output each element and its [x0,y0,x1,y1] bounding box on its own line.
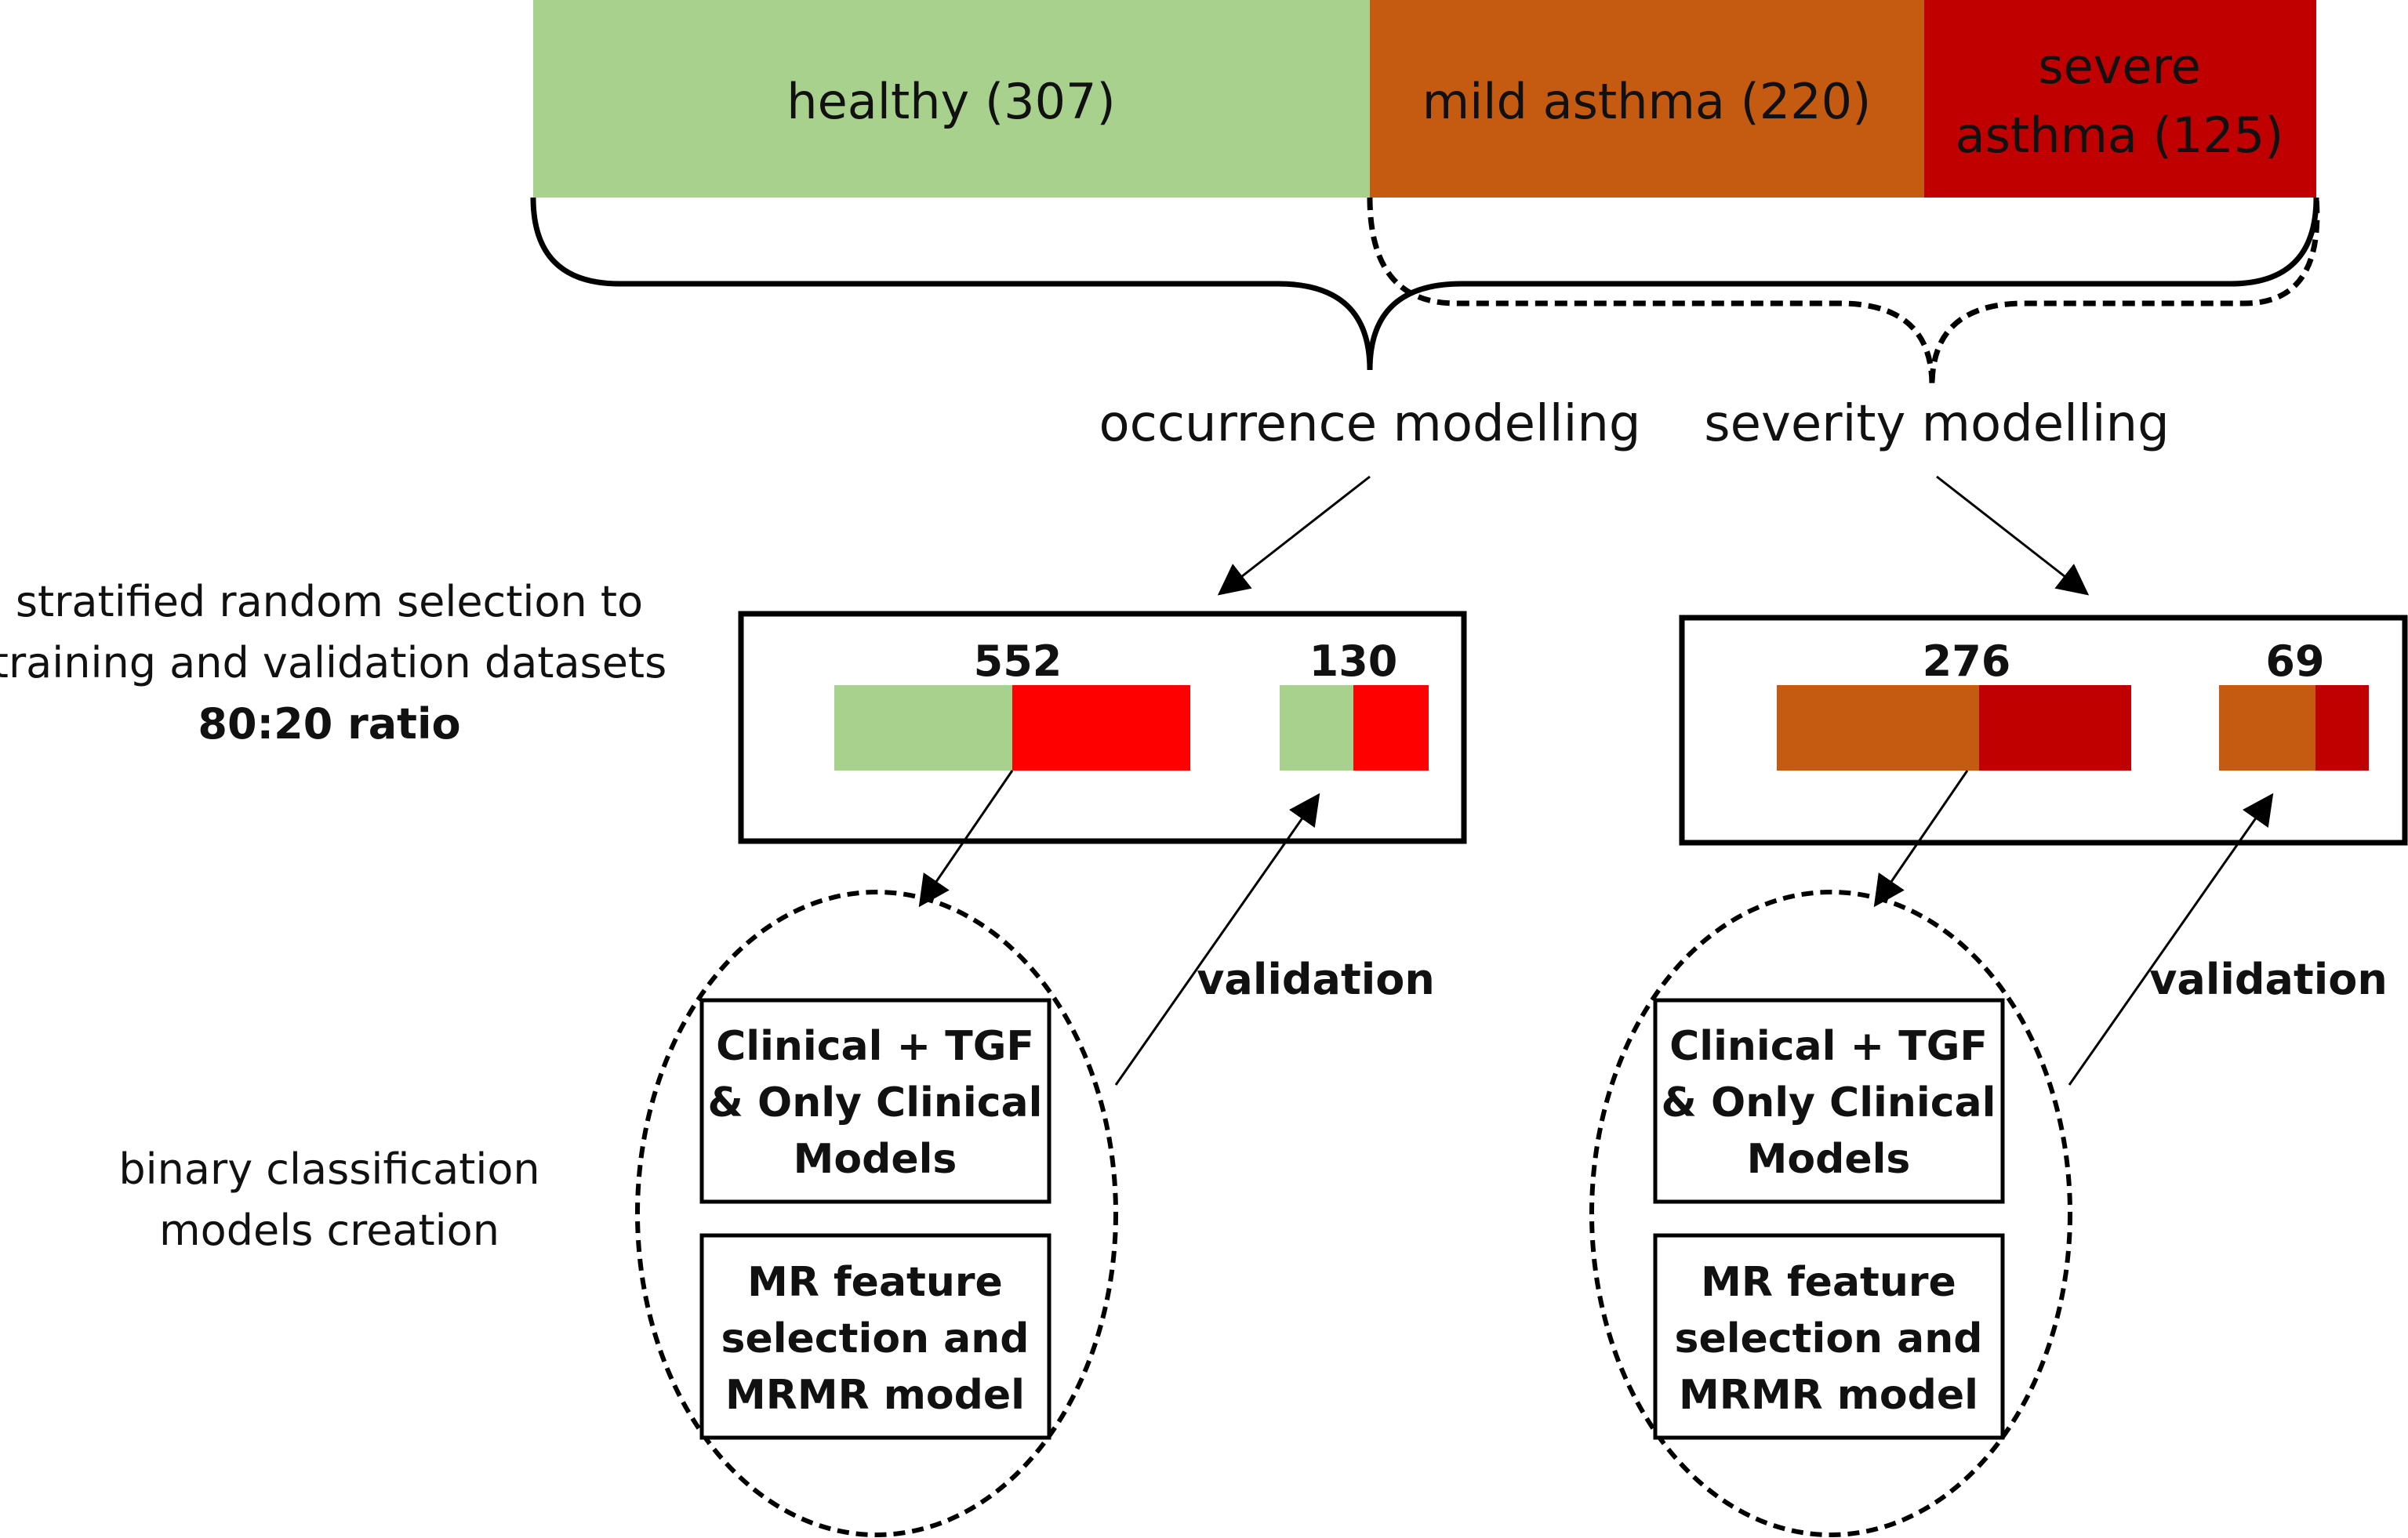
mild-asthma-segment [1370,0,1924,198]
occurrence-validation-arrow [1114,793,1320,1086]
binary-label-line1: binary classification [118,1144,539,1194]
occurrence-model-box-mrmr [699,1233,1051,1440]
severe-asthma-segment [1924,0,2316,198]
severity-modelling-label: severity modelling [1704,395,2169,453]
mild-asthma-label: mild asthma (220) [1422,73,1872,130]
severity-brace [1367,197,2320,386]
severity-model-box-clinical-line2: & Only Clinical [1662,1079,1996,1126]
severity-model-box-clinical-line3: Models [1747,1136,1911,1183]
occurrence-training-arrow [918,770,1014,908]
occurrence-model-box-clinical-line1: Clinical + TGF [716,1023,1034,1070]
occurrence-model-box-clinical [699,998,1051,1204]
severity-split-box: 276 69 [1679,615,2408,846]
severity-model-box-mrmr-line3: MRMR model [1679,1372,1978,1419]
occurrence-model-box-clinical-line2: & Only Clinical [708,1079,1043,1126]
occurrence-arrow [1217,475,1371,596]
selection-ratio-label: 80:20 ratio [198,699,460,749]
severe-asthma-label-line2: asthma (125) [1956,107,2284,164]
occurrence-validation-healthy-bar [1280,685,1353,771]
occurrence-validation-asthma-bar [1353,685,1429,771]
severity-model-box-clinical-line1: Clinical + TGF [1669,1023,1988,1070]
occurrence-modelling-label: occurrence modelling [1099,395,1640,453]
occurrence-training-healthy-bar [834,685,1012,771]
severity-model-box-clinical [1653,998,2005,1204]
severity-validation-arrow [2068,793,2274,1086]
occurrence-validation-count: 130 [1309,637,1398,686]
severity-validation-mild-bar [2219,685,2315,771]
occurrence-model-box-mrmr-line2: selection and [721,1315,1030,1362]
occurrence-training-count: 552 [974,637,1062,686]
severity-model-box-mrmr-line2: selection and [1675,1315,1983,1362]
severe-asthma-label-line1: severe [2038,38,2201,95]
severity-model-box-mrmr-line1: MR feature [1701,1259,1956,1306]
occurrence-brace [530,197,2319,371]
severity-arrow [1936,475,2090,596]
selection-label-line2: training and validation datasets [0,638,666,687]
occurrence-model-box-mrmr-line1: MR feature [747,1259,1003,1306]
cohort-bar: healthy (307) mild asthma (220) severe a… [533,0,2316,198]
healthy-segment [533,0,1370,198]
occurrence-model-box-mrmr-line3: MRMR model [725,1372,1025,1419]
severity-training-severe-bar [1979,685,2131,771]
occurrence-models-group: Clinical + TGF & Only Clinical Models MR… [635,890,1118,1537]
severity-training-count: 276 [1923,637,2011,686]
severity-validation-count: 69 [2265,637,2324,686]
occurrence-split-box: 552 130 [738,611,1467,844]
severity-training-mild-bar [1777,685,1979,771]
severity-model-box-mrmr [1653,1233,2005,1440]
occurrence-model-box-clinical-line3: Models [794,1136,957,1183]
severity-models-group: Clinical + TGF & Only Clinical Models MR… [1589,890,2072,1537]
severity-validation-label: validation [2149,955,2388,1004]
healthy-label: healthy (307) [786,73,1115,130]
severity-validation-severe-bar [2315,685,2369,771]
binary-label-line2: models creation [159,1206,499,1255]
occurrence-validation-label: validation [1197,955,1435,1004]
severity-training-arrow [1873,770,1969,908]
occurrence-training-asthma-bar [1012,685,1190,771]
selection-label-line1: stratified random selection to [16,577,643,626]
